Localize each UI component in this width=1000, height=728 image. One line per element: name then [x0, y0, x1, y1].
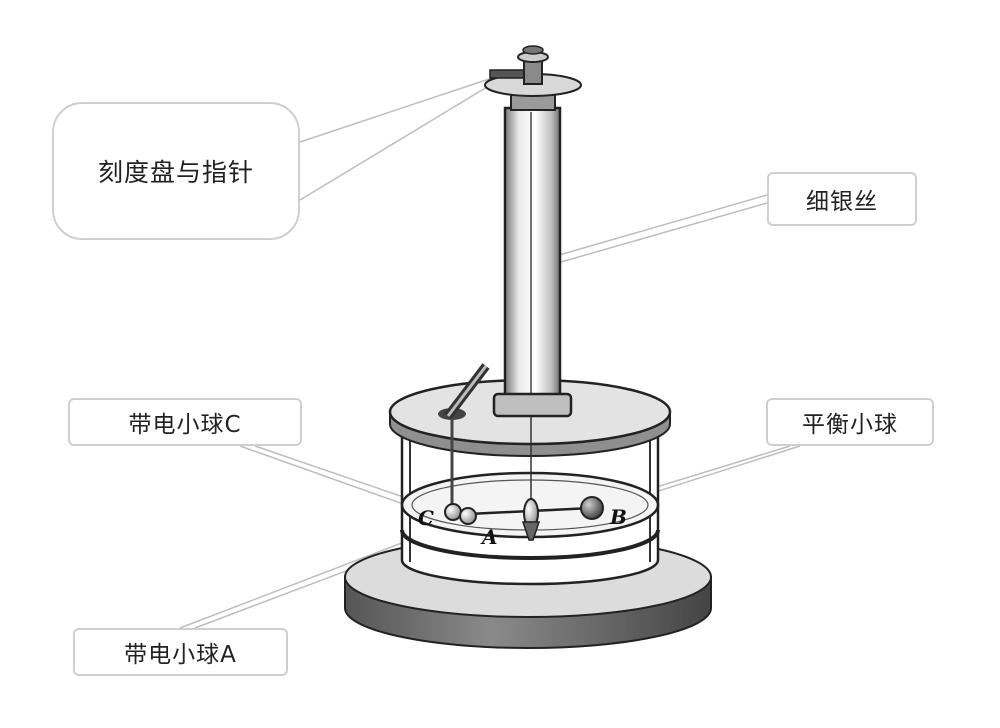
- callout-charged-ball-a: 带电小球A: [73, 628, 288, 676]
- label-charged-ball-c: 带电小球C: [128, 412, 242, 438]
- letter-b: B: [609, 505, 627, 529]
- dial-assembly: [484, 45, 582, 111]
- label-balance-ball: 平衡小球: [802, 412, 898, 438]
- rod-c: [444, 363, 490, 508]
- balance-bar: [467, 498, 593, 541]
- callout-charged-ball-c: 带电小球C: [68, 398, 302, 446]
- callout-dial-pointer: 刻度盘与指针: [52, 102, 300, 240]
- ball-c: [444, 503, 462, 521]
- callout-fine-wire: 细银丝: [767, 172, 917, 226]
- label-fine-wire: 细银丝: [806, 189, 878, 215]
- balance-ball-b: [580, 496, 604, 520]
- glass-tube: [492, 106, 573, 418]
- letter-a: A: [480, 525, 498, 549]
- callout-balance-ball: 平衡小球: [766, 398, 934, 446]
- letter-c: C: [418, 506, 434, 530]
- label-charged-ball-a: 带电小球A: [124, 642, 237, 668]
- label-dial-pointer: 刻度盘与指针: [97, 158, 254, 187]
- ball-a: [459, 507, 477, 525]
